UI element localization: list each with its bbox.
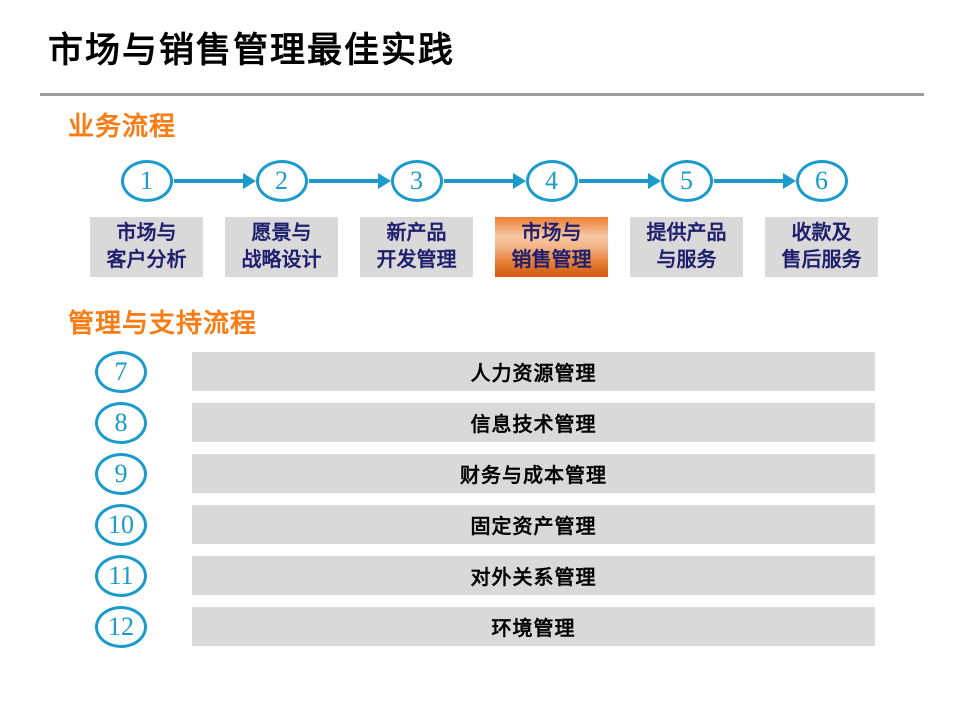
support-bar: 对外关系管理 xyxy=(192,556,875,595)
flow-step-6: 6 xyxy=(765,160,878,202)
row-number: 7 xyxy=(114,356,128,386)
row-number-circle: 11 xyxy=(95,554,147,597)
flow-step-5: 5 xyxy=(630,160,796,202)
row-number-circle: 10 xyxy=(95,503,147,546)
row-number-circle: 9 xyxy=(95,452,147,495)
step-number: 1 xyxy=(140,166,153,195)
support-rows: 7 人力资源管理 8 信息技术管理 9 财务与成本管理 10 固定资产管理 11 xyxy=(95,350,878,658)
support-row-finance-cost: 9 财务与成本管理 xyxy=(95,452,878,495)
flow-box-provide-products-services: 提供产品 与服务 xyxy=(630,217,743,277)
step-number-circle: 3 xyxy=(390,160,443,202)
step-number: 4 xyxy=(545,166,558,195)
step-number: 3 xyxy=(410,166,423,195)
flow-box-market-sales-management-highlighted: 市场与 销售管理 xyxy=(495,217,608,277)
section-heading-business: 业务流程 xyxy=(68,111,177,141)
step-number-circle: 2 xyxy=(255,160,308,202)
row-number: 12 xyxy=(108,611,134,641)
row-number-circle: 8 xyxy=(95,401,147,444)
step-number: 6 xyxy=(815,166,828,195)
business-flow-boxes: 市场与 客户分析 愿景与 战略设计 新产品 开发管理 市场与 销售管理 提供产品… xyxy=(90,217,878,277)
flow-step-3: 3 xyxy=(360,160,526,202)
support-row-it: 8 信息技术管理 xyxy=(95,401,878,444)
page-title: 市场与销售管理最佳实践 xyxy=(48,31,456,70)
support-bar: 环境管理 xyxy=(192,607,875,646)
step-number-circle: 4 xyxy=(525,160,578,202)
step-number-circle: 1 xyxy=(120,160,173,202)
flow-box-new-product-development: 新产品 开发管理 xyxy=(360,217,473,277)
step-number: 5 xyxy=(680,166,693,195)
title-divider xyxy=(40,93,924,96)
step-number-circle: 5 xyxy=(660,160,713,202)
support-bar: 固定资产管理 xyxy=(192,505,875,544)
support-bar: 信息技术管理 xyxy=(192,403,875,442)
support-row-fixed-assets: 10 固定资产管理 xyxy=(95,503,878,546)
step-number-circle: 6 xyxy=(795,160,848,202)
section-heading-support: 管理与支持流程 xyxy=(68,308,258,338)
step-number: 2 xyxy=(275,166,288,195)
row-number-circle: 7 xyxy=(95,350,147,393)
flow-box-market-customer-analysis: 市场与 客户分析 xyxy=(90,217,203,277)
flow-box-collection-after-sales: 收款及 售后服务 xyxy=(765,217,878,277)
support-bar: 人力资源管理 xyxy=(192,352,875,391)
flow-step-2: 2 xyxy=(225,160,391,202)
business-flow-circles: 1 2 3 4 5 6 xyxy=(90,160,878,202)
flow-step-4: 4 xyxy=(495,160,661,202)
support-row-external-relations: 11 对外关系管理 xyxy=(95,554,878,597)
flow-step-1: 1 xyxy=(90,160,256,202)
row-number-circle: 12 xyxy=(95,605,147,648)
row-number: 11 xyxy=(108,560,134,590)
support-row-environment: 12 环境管理 xyxy=(95,605,878,648)
flow-box-vision-strategy-design: 愿景与 战略设计 xyxy=(225,217,338,277)
support-bar: 财务与成本管理 xyxy=(192,454,875,493)
row-number: 9 xyxy=(114,458,128,488)
row-number: 8 xyxy=(114,407,128,437)
support-row-hr: 7 人力资源管理 xyxy=(95,350,878,393)
row-number: 10 xyxy=(108,509,134,539)
